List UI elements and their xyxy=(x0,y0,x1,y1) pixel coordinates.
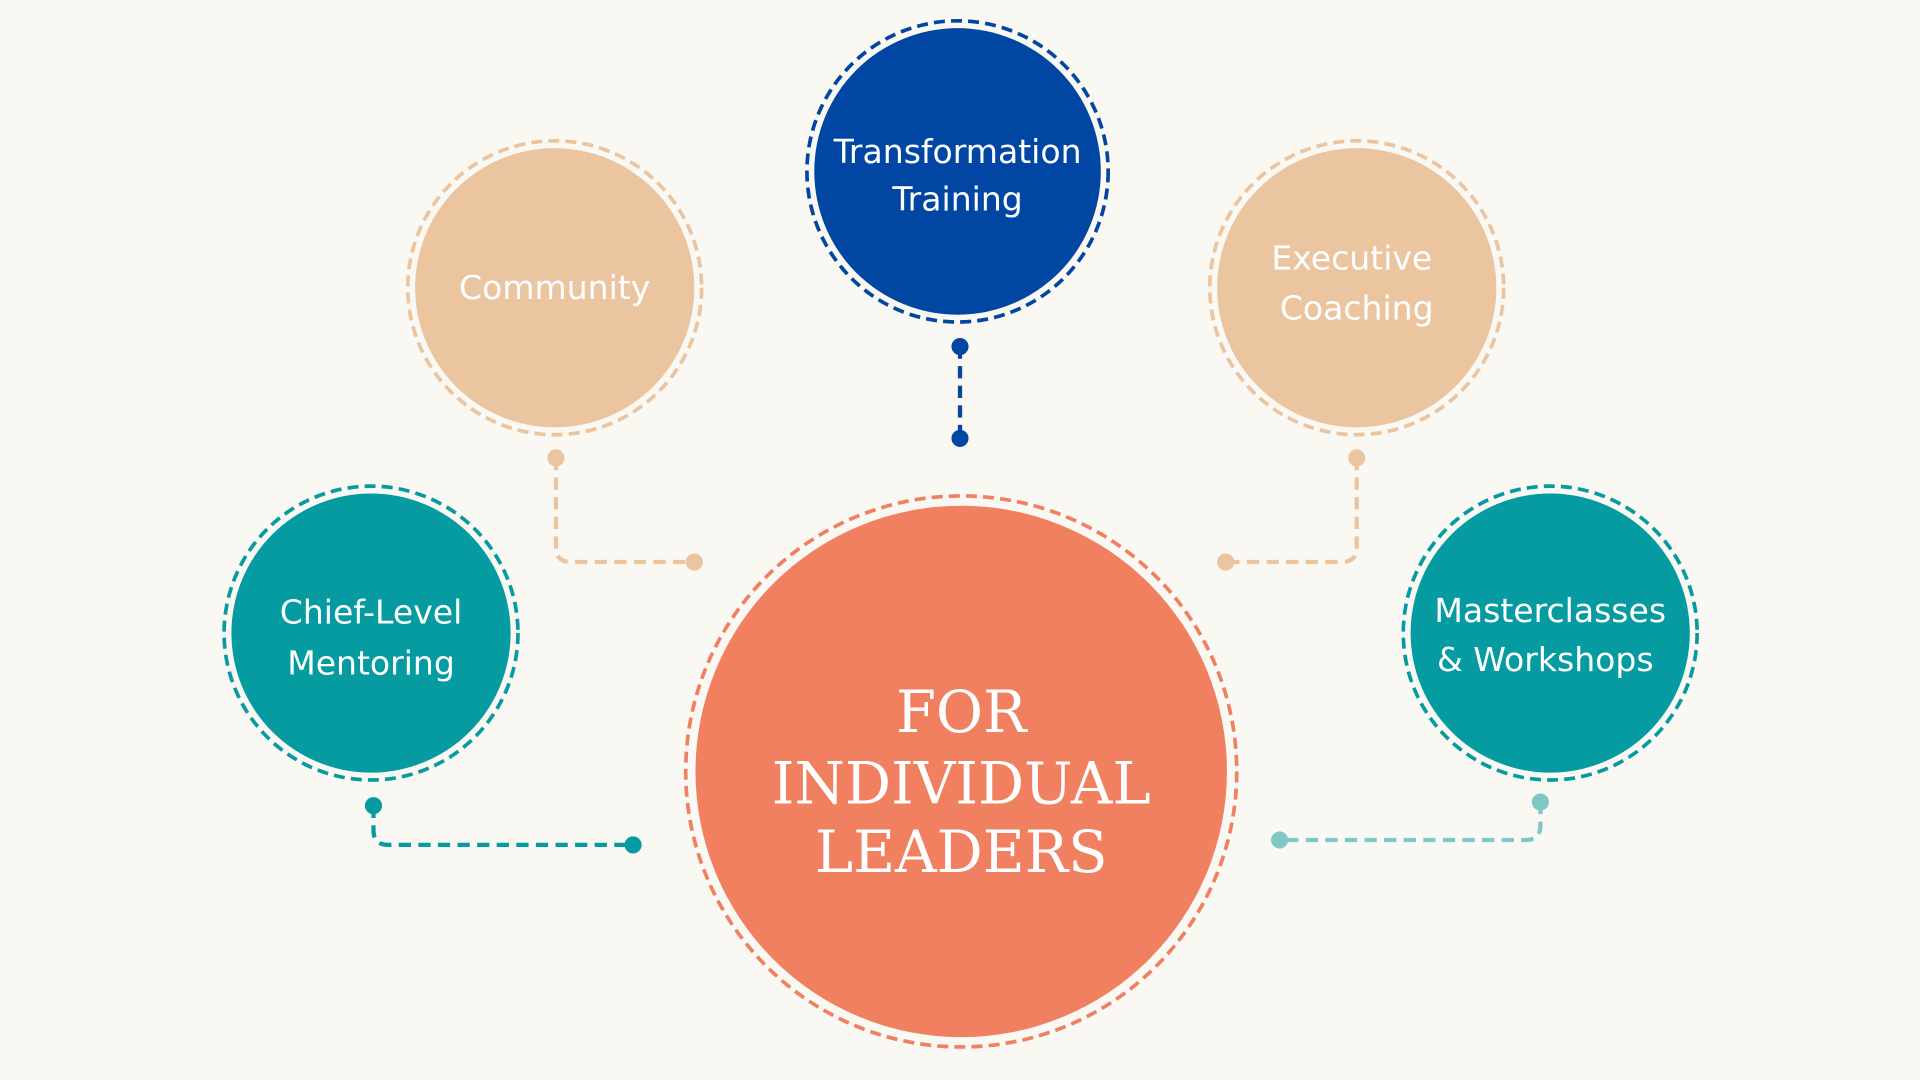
node-label: Masterclasses xyxy=(1434,591,1666,630)
node-chief-level-mentoring: Chief-Level Mentoring xyxy=(222,484,520,782)
node-label: Chief-Level xyxy=(280,592,463,631)
connector-chief xyxy=(364,797,642,854)
center-line-3: LEADERS xyxy=(815,819,1108,886)
node-label: Coaching xyxy=(1280,289,1434,328)
connector-executive xyxy=(1217,449,1366,571)
node-transformation-training: Transformation Training xyxy=(805,18,1110,324)
node-executive-coaching: Executive Coaching xyxy=(1207,138,1506,437)
node-label: Community xyxy=(459,268,650,307)
node-label: Executive xyxy=(1271,238,1432,277)
center-line-1: FOR xyxy=(896,679,1028,746)
connector-masterclasses xyxy=(1271,793,1549,849)
node-label: & Workshops xyxy=(1437,640,1654,679)
node-masterclasses-workshops: Masterclasses & Workshops xyxy=(1401,484,1699,782)
node-label: Mentoring xyxy=(287,644,455,683)
node-community: Community xyxy=(405,138,704,437)
node-label: Training xyxy=(891,180,1022,219)
node-label: Transformation xyxy=(833,132,1082,171)
center-line-2: INDIVIDUAL xyxy=(772,750,1151,817)
connector-community xyxy=(547,449,703,571)
center-circle: FOR INDIVIDUAL LEADERS xyxy=(683,494,1239,1049)
connector-transformation xyxy=(951,337,969,447)
